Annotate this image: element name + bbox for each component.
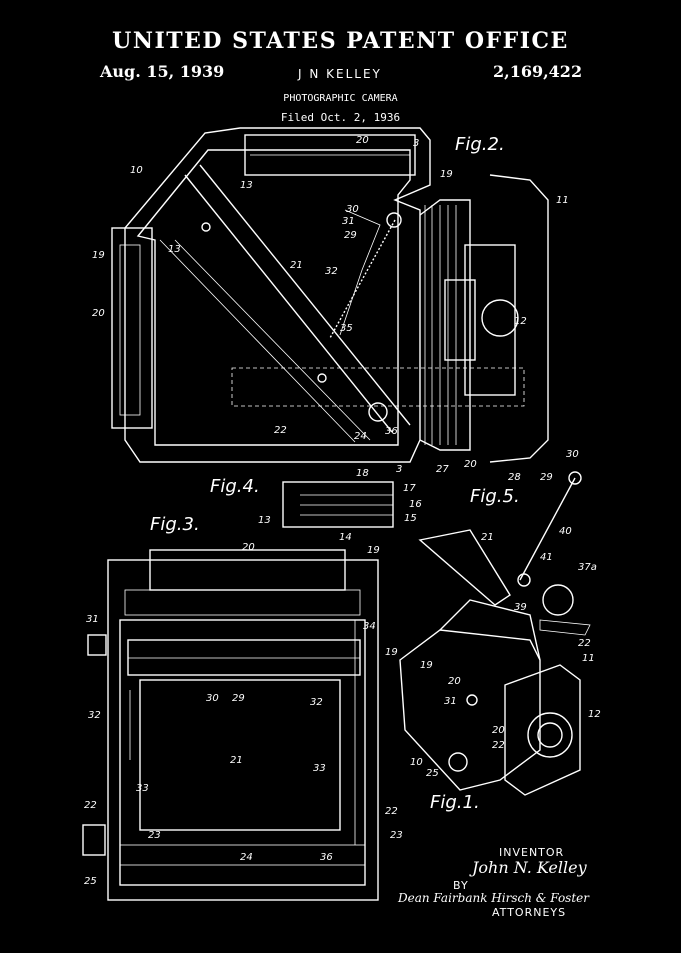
reference-numeral: 29: [232, 693, 245, 704]
fig4-drawing: Fig.4.: [210, 476, 394, 528]
reference-numeral: 20: [242, 542, 255, 553]
reference-numeral: 31: [86, 614, 99, 625]
reference-numeral: 22: [274, 425, 287, 436]
reference-numeral: 3: [413, 138, 419, 149]
reference-numeral: 30: [346, 204, 359, 215]
reference-numeral: 31: [342, 216, 355, 227]
reference-numeral: 24: [354, 431, 367, 442]
fig2-drawing: Fig.2.: [111, 127, 549, 463]
reference-numeral: 21: [290, 260, 303, 271]
reference-numeral: 13: [168, 244, 181, 255]
fig1-label: Fig.1.: [430, 792, 480, 813]
reference-numeral: 22: [84, 800, 97, 811]
reference-numeral: 40: [559, 526, 572, 537]
inventor-signature: John N. Kelley: [472, 858, 587, 877]
fig2-label: Fig.2.: [455, 134, 505, 155]
reference-numeral: 20: [92, 308, 105, 319]
reference-numeral: 28: [508, 472, 521, 483]
reference-numeral: 17: [403, 483, 416, 494]
fig3-drawing: Fig.3.: [82, 514, 379, 901]
reference-numeral: 32: [325, 266, 338, 277]
reference-numeral: 33: [136, 783, 149, 794]
reference-numeral: 23: [390, 830, 403, 841]
reference-numerals: 10 19 13 20 3 19 20 13 30 31 29 11 21 32…: [84, 135, 601, 887]
reference-numeral: 33: [313, 763, 326, 774]
inventor-label: INVENTOR: [499, 846, 565, 859]
reference-numeral: 18: [356, 468, 369, 479]
attorneys-signature: Dean Fairbank Hirsch & Foster: [398, 891, 589, 905]
reference-numeral: 20: [448, 676, 461, 687]
reference-numeral: 3: [396, 464, 402, 475]
filed-date: Filed Oct. 2, 1936: [280, 111, 401, 124]
reference-numeral: 27: [436, 464, 449, 475]
reference-numeral: 10: [410, 757, 423, 768]
reference-numeral: 15: [404, 513, 417, 524]
reference-numeral: 19: [92, 250, 105, 261]
reference-numeral: 11: [582, 653, 595, 664]
by-label: BY: [453, 879, 469, 892]
reference-numeral: 32: [310, 697, 323, 708]
reference-numeral: 12: [514, 316, 527, 327]
fig1-drawing: Fig.1.: [399, 599, 581, 813]
reference-numeral: 19: [420, 660, 433, 671]
patent-number: 2,169,422: [493, 62, 583, 81]
reference-numeral: 22: [492, 740, 505, 751]
inventor-name: J N KELLEY: [298, 67, 382, 81]
reference-numeral: 20: [356, 135, 369, 146]
invention-title: PHOTOGRAPHIC CAMERA: [283, 93, 398, 104]
reference-numeral: 21: [481, 532, 494, 543]
reference-numeral: 36: [320, 852, 333, 863]
reference-numeral: 31: [444, 696, 457, 707]
reference-numeral: 19: [385, 647, 398, 658]
reference-numeral: 29: [344, 230, 357, 241]
reference-numeral: 34: [363, 621, 376, 632]
reference-numeral: 13: [240, 180, 253, 191]
reference-numeral: 22: [578, 638, 591, 649]
reference-numeral: 11: [556, 195, 569, 206]
reference-numeral: 39: [514, 602, 527, 613]
reference-numeral: 41: [540, 552, 553, 563]
reference-numeral: 25: [84, 876, 97, 887]
reference-numeral: 30: [206, 693, 219, 704]
reference-numeral: 12: [588, 709, 601, 720]
patent-date: Aug. 15, 1939: [100, 62, 225, 81]
reference-numeral: 37a: [578, 562, 597, 573]
reference-numeral: 13: [258, 515, 271, 526]
reference-numeral: 32: [88, 710, 101, 721]
reference-numeral: 22: [385, 806, 398, 817]
fig5-drawing: Fig.5.: [418, 471, 591, 636]
reference-numeral: 21: [230, 755, 243, 766]
fig5-label: Fig.5.: [470, 486, 520, 507]
reference-numeral: 19: [440, 169, 453, 180]
reference-numeral: 24: [240, 852, 253, 863]
reference-numeral: 35: [340, 323, 353, 334]
reference-numeral: 29: [540, 472, 553, 483]
reference-numeral: 20: [464, 459, 477, 470]
reference-numeral: 16: [409, 499, 422, 510]
reference-numeral: 20: [492, 725, 505, 736]
reference-numeral: 25: [426, 768, 439, 779]
reference-numeral: 30: [566, 449, 579, 460]
fig3-label: Fig.3.: [150, 514, 200, 535]
attorneys-label: ATTORNEYS: [492, 906, 567, 919]
reference-numeral: 23: [148, 830, 161, 841]
reference-numeral: 19: [367, 545, 380, 556]
patent-office-title: UNITED STATES PATENT OFFICE: [112, 28, 569, 54]
reference-numeral: 10: [130, 165, 143, 176]
reference-numeral: 36: [385, 426, 398, 437]
reference-numeral: 14: [339, 532, 352, 543]
fig4-label: Fig.4.: [210, 476, 260, 497]
